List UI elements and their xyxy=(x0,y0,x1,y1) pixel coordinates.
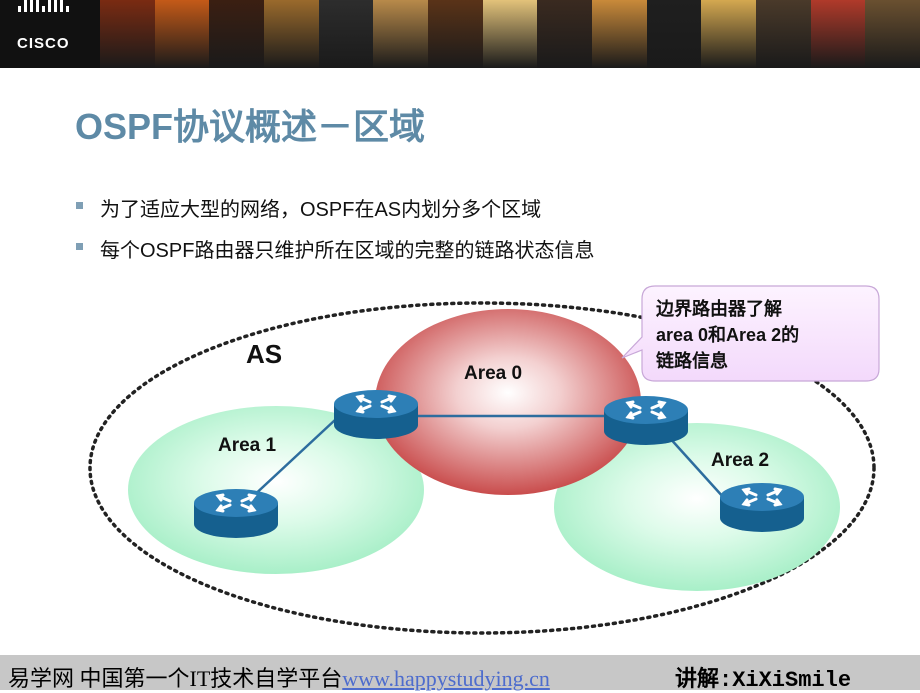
footer-url-link[interactable]: www.happystudying.cn xyxy=(342,666,550,691)
header-photo xyxy=(865,0,920,68)
callout-line: area 0和Area 2的 xyxy=(656,325,800,345)
cisco-logo: CISCO xyxy=(0,0,100,68)
callout-line: 边界路由器了解 xyxy=(656,299,782,319)
footer-bar: 易学网 中国第一个IT技术自学平台www.happystudying.cn 讲解… xyxy=(0,655,920,693)
area-1-label: Area 1 xyxy=(218,435,277,456)
link-abr-to-area2 xyxy=(667,435,725,499)
cisco-logo-text: CISCO xyxy=(17,35,70,52)
header-photo xyxy=(646,0,702,68)
header-photo xyxy=(810,0,866,68)
callout-line: 链路信息 xyxy=(656,351,728,371)
bullet-text: 为了适应大型的网络，OSPF在AS内划分多个区域 xyxy=(100,199,542,221)
area-2-region xyxy=(554,423,840,591)
router-area1-icon xyxy=(194,489,278,539)
bullet-square-icon xyxy=(76,243,83,250)
bullet-list: 为了适应大型的网络，OSPF在AS内划分多个区域 每个OSPF路由器只维护所在区… xyxy=(76,193,594,275)
bullet-text: 每个OSPF路由器只维护所在区域的完整的链路状态信息 xyxy=(100,240,595,262)
area-0-region xyxy=(375,309,641,495)
header-banner: CISCO xyxy=(0,0,920,68)
router-area2-icon xyxy=(720,483,804,533)
header-photo xyxy=(482,0,538,68)
header-photo xyxy=(263,0,319,68)
as-label: AS xyxy=(246,339,282,369)
autonomous-system-boundary xyxy=(88,301,876,635)
header-photo xyxy=(373,0,428,68)
router-abr-left-icon xyxy=(334,390,418,440)
bullet-item: 为了适应大型的网络，OSPF在AS内划分多个区域 xyxy=(76,193,594,234)
header-photo xyxy=(537,0,592,68)
header-photo xyxy=(154,0,210,68)
bullet-item: 每个OSPF路由器只维护所在区域的完整的链路状态信息 xyxy=(76,234,594,275)
header-photo xyxy=(591,0,647,68)
header-photo-strip xyxy=(100,0,920,68)
header-photo xyxy=(100,0,155,68)
footer-site-text: 易学网 中国第一个IT技术自学平台www.happystudying.cn xyxy=(8,661,550,693)
area-0-label: Area 0 xyxy=(464,363,522,384)
callout-bubble xyxy=(621,285,880,382)
header-photo xyxy=(318,0,374,68)
footer-author: 讲解:XiXiSmile xyxy=(675,668,852,693)
ospf-area-diagram: AS Area 0 Area 1 Area 2 xyxy=(88,285,880,635)
slide-title: OSPF协议概述－区域 xyxy=(75,106,426,147)
header-photo xyxy=(701,0,756,68)
header-photo xyxy=(755,0,811,68)
header-photo xyxy=(209,0,264,68)
router-abr-right-icon xyxy=(604,396,688,446)
header-photo xyxy=(427,0,483,68)
area-2-label: Area 2 xyxy=(711,450,769,471)
bullet-square-icon xyxy=(76,202,83,209)
callout-text: 边界路由器了解 area 0和Area 2的 链路信息 xyxy=(656,296,799,374)
footer-site-label: 易学网 中国第一个IT技术自学平台 xyxy=(8,666,343,691)
